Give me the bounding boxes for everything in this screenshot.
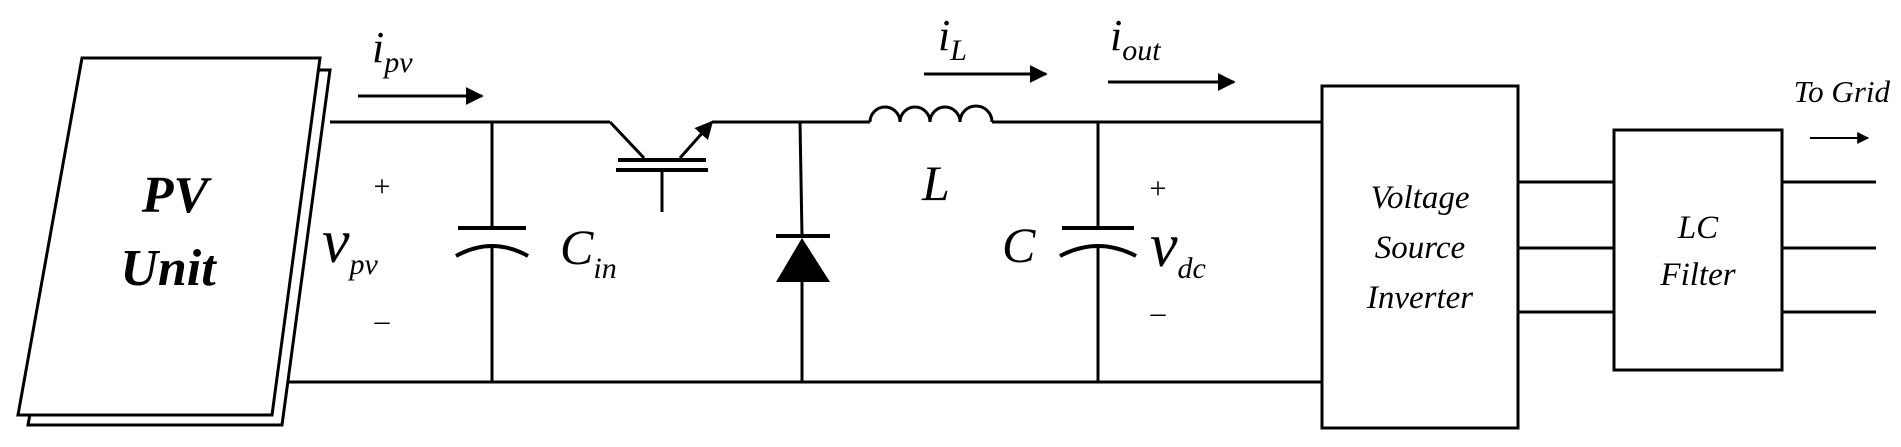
- to-grid-label: To Grid: [1794, 74, 1891, 109]
- inductor-label: L: [921, 155, 950, 211]
- inverter-label-line2: Source: [1375, 230, 1465, 266]
- vdc-plus: +: [1150, 172, 1167, 205]
- dc-bus-wires: [288, 120, 1322, 384]
- vpv-label: vpv: [322, 208, 379, 281]
- lc-filter: LC Filter: [1612, 128, 1784, 372]
- output-capacitor: [1059, 122, 1137, 382]
- vdc-minus: –: [1150, 296, 1167, 329]
- cin-label: Cin: [560, 219, 617, 285]
- ipv-label: ipv: [372, 23, 413, 79]
- inverter-label-line1: Voltage: [1371, 180, 1470, 216]
- iout-label: iout: [1110, 11, 1161, 67]
- grid-output-lines: [1782, 180, 1876, 314]
- pv-unit: PV Unit: [16, 56, 332, 427]
- igbt-switch: [608, 120, 714, 212]
- filter-label-line1: LC: [1677, 210, 1719, 246]
- ac-lines-inverter-filter: [1518, 180, 1614, 314]
- filter-label-line2: Filter: [1659, 257, 1735, 293]
- voltage-source-inverter: Voltage Source Inverter: [1320, 84, 1520, 430]
- pv-unit-front-panel: [16, 56, 322, 417]
- vpv-plus: +: [374, 170, 391, 203]
- vpv-minus: –: [374, 304, 391, 337]
- vdc-label: vdc: [1150, 212, 1206, 285]
- freewheel-diode: [776, 121, 830, 382]
- inverter-label-line3: Inverter: [1366, 280, 1473, 316]
- input-capacitor: [455, 122, 529, 382]
- il-label: iL: [938, 11, 967, 67]
- pv-unit-label-line1: PV: [141, 167, 213, 224]
- capacitor-label: C: [1002, 217, 1036, 273]
- inductor: [868, 104, 994, 123]
- pv-unit-label-line2: Unit: [120, 240, 217, 297]
